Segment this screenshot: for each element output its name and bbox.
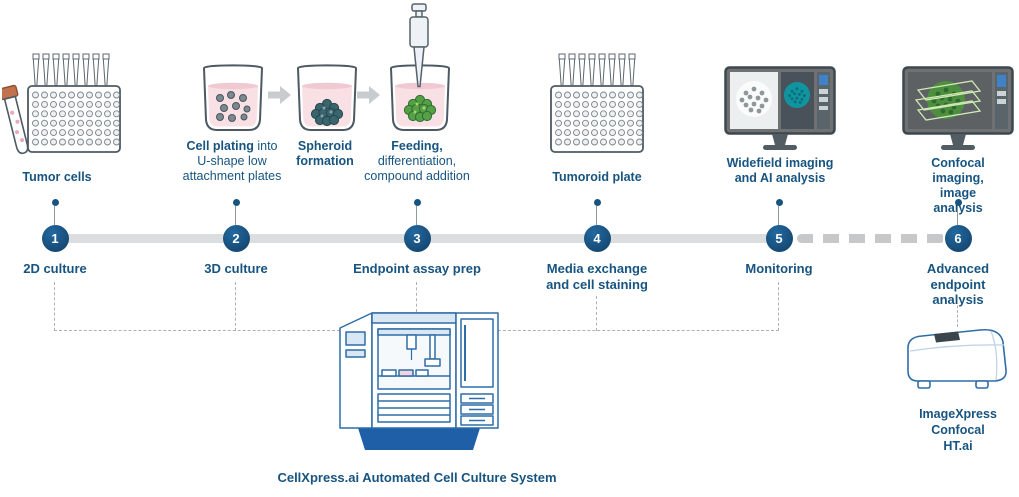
pipette-icon xyxy=(409,3,429,88)
imagexpress-label: ImageXpress Confocal HT.ai xyxy=(919,407,997,453)
connector-step4-to-cellxpress xyxy=(596,296,597,331)
step-circle-1: 1 xyxy=(41,224,69,252)
step-pin-dot xyxy=(593,199,601,206)
connector-horizontal-right xyxy=(498,330,779,331)
stage-label-feeding: Feeding, differentiation, compound addit… xyxy=(364,139,470,183)
stage-label-widefield: Widefield imaging and AI analysis xyxy=(726,156,834,185)
pipette-tips-icon xyxy=(32,53,110,87)
beaker-cells-icon xyxy=(202,64,264,131)
stage-label-tumoroid-plate: Tumoroid plate xyxy=(552,170,642,184)
connector-step1-to-cellxpress xyxy=(54,282,55,331)
step-pin-stem xyxy=(957,206,958,225)
arrow-right-icon xyxy=(357,86,380,104)
tumor-cells-illustration xyxy=(2,53,121,155)
stage-label-cell-plating: Cell plating into U-shape low attachment… xyxy=(182,139,282,183)
monitor-widefield-icon xyxy=(724,66,836,150)
beaker-feeding-pipette-icon xyxy=(389,3,451,131)
step-pin-dot xyxy=(954,199,962,206)
step-label-3d-culture: 3D culture xyxy=(204,261,268,276)
step-circle-2: 2 xyxy=(222,224,250,252)
connector-step6-to-imagexpress xyxy=(957,296,958,327)
cellxpress-label: CellXpress.ai Automated Cell Culture Sys… xyxy=(277,470,557,485)
pipette-tips-icon xyxy=(558,53,636,87)
step-circle-3: 3 xyxy=(403,224,431,252)
step-label-2d-culture: 2D culture xyxy=(23,261,87,276)
microplate-icon xyxy=(550,85,644,153)
step-label-endpoint-assay-prep: Endpoint assay prep xyxy=(353,261,481,276)
connector-step2-to-cellxpress xyxy=(235,282,236,331)
step-circle-5: 5 xyxy=(765,224,793,252)
connector-step3-to-cellxpress xyxy=(416,282,417,312)
step-label-media-exchange: Media exchange and cell staining xyxy=(546,261,648,292)
step-pin-stem xyxy=(416,206,417,225)
beaker-spheroid-icon xyxy=(296,64,358,131)
cellxpress-instrument-icon xyxy=(339,312,499,450)
microplate-icon xyxy=(27,85,121,153)
step-pin-dot xyxy=(51,199,59,206)
imagexpress-instrument-icon xyxy=(907,328,1007,389)
step-label-advanced-endpoint: Advanced endpoint analysis xyxy=(926,261,990,307)
step-pin-stem xyxy=(596,206,597,225)
step-pin-dot xyxy=(232,199,240,206)
stage-label-confocal: Confocal imaging, image analysis xyxy=(931,156,985,215)
connector-step5-to-cellxpress xyxy=(778,282,779,331)
stage-label-spheroid-formation: Spheroid formation xyxy=(296,139,354,168)
connector-horizontal-left xyxy=(54,330,340,331)
timeline-dashed-segment xyxy=(797,234,945,243)
step-pin-stem xyxy=(235,206,236,225)
step-circle-4: 4 xyxy=(583,224,611,252)
step-pin-dot xyxy=(413,199,421,206)
step-pin-stem xyxy=(778,206,779,225)
tumoroid-plate-illustration xyxy=(550,53,644,153)
step-label-monitoring: Monitoring xyxy=(745,261,813,276)
stage-label-tumor-cells: Tumor cells xyxy=(22,170,92,184)
step-circle-6: 6 xyxy=(944,224,972,252)
step-pin-stem xyxy=(54,206,55,225)
arrow-right-icon xyxy=(268,86,291,104)
monitor-confocal-icon xyxy=(902,66,1014,150)
step-pin-dot xyxy=(775,199,783,206)
